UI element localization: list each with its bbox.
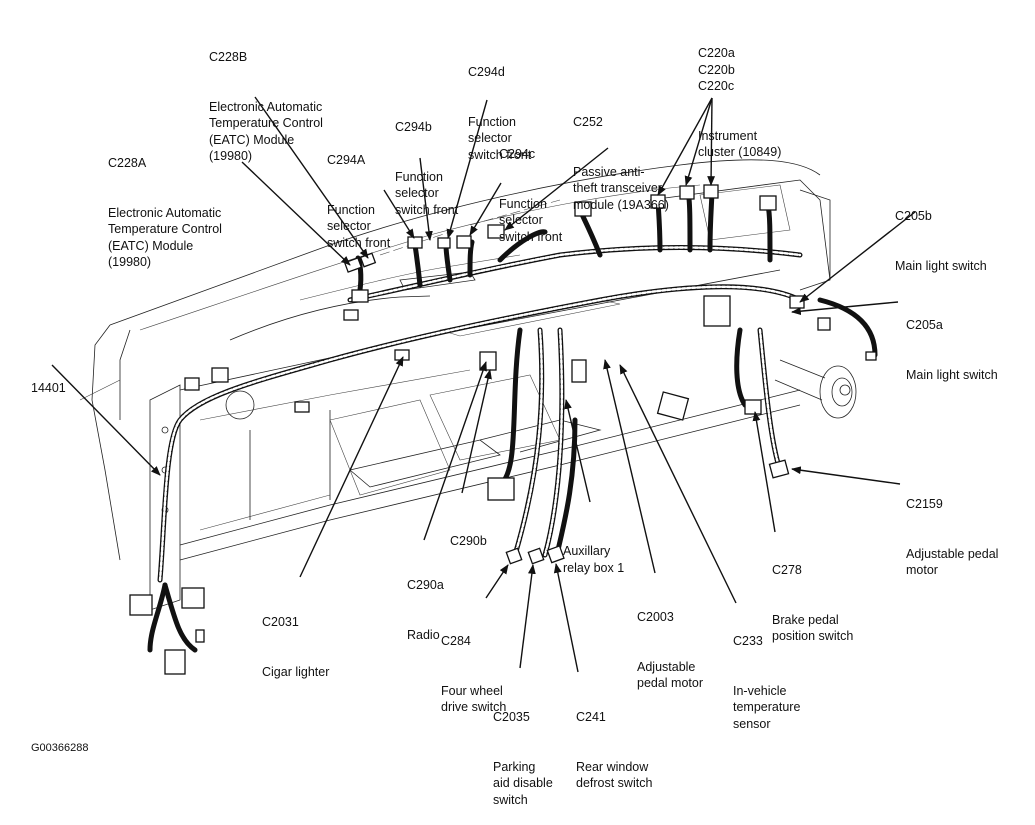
callout-description: Four wheel drive switch: [441, 683, 507, 715]
callout-description: Parking aid disable switch: [493, 759, 553, 807]
callout-c2031: C2031 Cigar lighter: [262, 581, 329, 697]
callout-c294b: C294b Function selector switch front: [395, 86, 458, 235]
callout-code: C2003: [637, 610, 674, 624]
callout-description: Passive anti- theft transceiver module (…: [573, 164, 669, 212]
callout-description: Auxillary relay box 1: [563, 544, 625, 575]
callout-c233: C233 In-vehicle temperature sensor: [733, 600, 800, 749]
dashboard-wiring-illustration: [51, 96, 916, 675]
leader-c294c: [469, 182, 502, 236]
callout-c290b: C290b: [450, 500, 487, 566]
callout-c284: C284 Four wheel drive switch: [441, 600, 506, 732]
leader-aux: [564, 399, 591, 503]
callout-c252: C252 Passive anti- theft transceiver mod…: [573, 81, 669, 230]
callout-c205b: C205b Main light switch: [895, 175, 987, 291]
callout-code: C290a: [407, 578, 444, 592]
leader-c2159: [791, 466, 901, 485]
callout-code: C233: [733, 634, 763, 648]
callout-description: Instrument cluster (10849): [698, 128, 782, 160]
callout-c228b: C228B Electronic Automatic Temperature C…: [209, 16, 323, 181]
leader-c220c: [707, 97, 716, 186]
leader-c233: [619, 364, 737, 604]
callout-c278: C278 Brake pedal position switch: [772, 529, 853, 661]
leader-c290b: [461, 369, 492, 494]
leader-c205b: [799, 211, 916, 303]
leader-c2035: [519, 564, 536, 669]
leader-c205a: [791, 301, 899, 316]
callout-code: C252: [573, 115, 603, 129]
callout-code: C228B: [209, 50, 248, 64]
callout-c228a: C228A Electronic Automatic Temperature C…: [108, 122, 222, 287]
connectors: [129, 184, 877, 675]
callout-c294c: C294c Function selector switch front: [499, 113, 562, 262]
leader-c252: [504, 147, 609, 231]
callout-c294a: C294A Function selector switch front: [327, 119, 390, 268]
leader-c294d: [446, 99, 488, 239]
callout-c2003: C2003 Adjustable pedal motor: [637, 576, 703, 708]
callout-description: In-vehicle temperature sensor: [733, 683, 801, 731]
callout-description: Main light switch: [906, 367, 998, 382]
callout-code: C2159: [906, 497, 943, 511]
leader-c228a: [241, 161, 351, 266]
callout-code: C241: [576, 710, 606, 724]
callout-code: C2035: [493, 710, 530, 724]
leader-lines: [51, 96, 916, 673]
figure-id: G00366288: [31, 742, 89, 754]
leader-c228b: [254, 96, 369, 259]
callout-code: C294d: [468, 65, 505, 79]
callout-description: Function selector switch front: [327, 202, 391, 250]
callout-c294d: C294d Function selector switch front: [468, 31, 531, 180]
leader-14401: [51, 364, 161, 476]
callout-description: Electronic Automatic Temperature Control…: [108, 205, 222, 270]
leader-c241: [553, 563, 579, 673]
callout-code: C228A: [108, 156, 147, 170]
callout-code: C284: [441, 634, 471, 648]
callout-description: Function selector switch front: [395, 169, 459, 217]
callout-code: C205b: [895, 209, 932, 223]
callout-description: Adjustable pedal motor: [637, 659, 704, 691]
leader-c220b: [684, 97, 713, 186]
callout-code: C220a C220b C220c: [698, 46, 735, 93]
callout-description: Electronic Automatic Temperature Control…: [209, 99, 323, 164]
callout-14401: 14401: [31, 347, 66, 413]
callout-c290a: C290a Radio: [407, 544, 444, 660]
callout-description: Function selector switch front: [468, 114, 532, 162]
callout-c2159: C2159 Adjustable pedal motor: [906, 463, 998, 595]
callout-code: C290b: [450, 534, 487, 548]
callout-code: 14401: [31, 381, 66, 395]
callout-description: Rear window defrost switch: [576, 759, 653, 791]
callout-code: C278: [772, 563, 802, 577]
callout-description: Adjustable pedal motor: [906, 546, 999, 578]
leader-c2031: [299, 356, 404, 578]
callout-c241: C241 Rear window defrost switch: [576, 676, 652, 808]
callout-c2035: C2035 Parking aid disable switch: [493, 676, 553, 825]
callout-description: Cigar lighter: [262, 664, 330, 679]
wiring-harness: [147, 187, 878, 653]
leader-c220a: [657, 97, 713, 196]
callout-c220: C220a C220b C220c Instrument cluster (10…: [698, 12, 781, 177]
callout-description: Radio: [407, 627, 440, 642]
callout-description: Brake pedal position switch: [772, 612, 854, 644]
leader-c294a: [383, 189, 415, 239]
leader-c290a: [423, 361, 487, 541]
callout-code: C294A: [327, 153, 366, 167]
leader-c2003: [603, 359, 656, 574]
callout-description: Main light switch: [895, 258, 987, 273]
callout-description: Function selector switch front: [499, 196, 563, 244]
leader-c284: [485, 564, 509, 599]
callout-auxiliary-relay-box: Auxillary relay box 1: [563, 510, 624, 593]
leader-c278: [752, 411, 776, 533]
leader-c294b: [419, 157, 433, 241]
callout-code: C294c: [499, 147, 536, 161]
callout-code: C2031: [262, 615, 299, 629]
callout-code: C205a: [906, 318, 943, 332]
callout-code: C294b: [395, 120, 432, 134]
callout-c205a: C205a Main light switch: [906, 284, 998, 400]
